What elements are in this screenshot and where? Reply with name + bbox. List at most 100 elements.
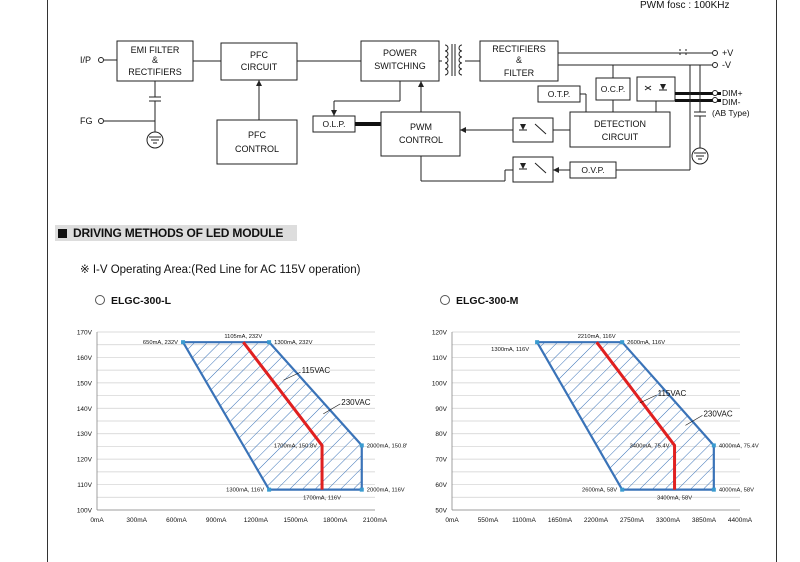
svg-text:&: & bbox=[516, 55, 522, 65]
data-point-label: 2000mA, 116V bbox=[367, 488, 405, 494]
pfc-circuit-label-2: CIRCUIT bbox=[241, 62, 278, 72]
x-tick-label: 2200mA bbox=[584, 517, 609, 524]
corner-marker bbox=[620, 340, 625, 345]
y-tick-label: 100V bbox=[432, 380, 448, 387]
x-tick-label: 1650mA bbox=[548, 517, 573, 524]
corner-marker bbox=[711, 487, 716, 492]
section-bullet-icon bbox=[58, 228, 67, 238]
emi-filter-label-1: EMI FILTER bbox=[131, 45, 180, 55]
x-tick-label: 600mA bbox=[166, 517, 187, 524]
frame-left-border bbox=[47, 0, 48, 562]
section-header: DRIVING METHODS OF LED MODULE bbox=[55, 225, 297, 241]
circle-bullet-icon bbox=[95, 295, 105, 305]
leader-115vac bbox=[283, 371, 301, 381]
x-tick-label: 4400mA bbox=[728, 517, 753, 524]
leader-230vac bbox=[685, 415, 703, 426]
corner-marker bbox=[359, 487, 364, 492]
y-tick-label: 120V bbox=[77, 457, 93, 464]
pfc-control-label-2: CONTROL bbox=[235, 144, 279, 154]
dim-positive-label: DIM+ bbox=[722, 88, 743, 98]
circle-bullet-icon bbox=[440, 295, 450, 305]
y-tick-label: 160V bbox=[77, 355, 93, 362]
data-point-label: 1700mA, 116V bbox=[303, 496, 341, 502]
data-point-label: 4000mA, 75.4V bbox=[719, 443, 759, 449]
corner-marker bbox=[535, 340, 540, 345]
dim-optocoupler-box bbox=[636, 76, 676, 102]
label-115vac: 115VAC bbox=[302, 366, 331, 375]
y-tick-label: 90V bbox=[435, 406, 447, 413]
y-tick-label: 50V bbox=[435, 508, 447, 515]
x-tick-label: 550mA bbox=[478, 517, 499, 524]
x-tick-label: 2750mA bbox=[620, 517, 645, 524]
ocp-label: O.C.P. bbox=[601, 84, 625, 94]
pwm-control-label-1: PWM bbox=[410, 122, 432, 132]
otp-label: O.T.P. bbox=[548, 89, 571, 99]
line-115vac bbox=[595, 341, 677, 490]
pwm-control-box bbox=[380, 111, 461, 157]
y-tick-label: 130V bbox=[77, 431, 93, 438]
fg-label: FG bbox=[80, 116, 93, 126]
chart-title-m: ELGC-300-M bbox=[440, 294, 518, 307]
operating-area-note: ※ I-V Operating Area:(Red Line for AC 11… bbox=[80, 264, 361, 276]
corner-marker bbox=[359, 443, 364, 448]
block-diagram: I/P FG EMI FILTER & RECTIFIERS PFC CIRCU… bbox=[80, 40, 750, 183]
olp-label: O.L.P. bbox=[323, 119, 346, 129]
y-tick-label: 150V bbox=[77, 380, 93, 387]
data-point-label: 3400mA, 58V bbox=[657, 496, 692, 502]
section-title: DRIVING METHODS OF LED MODULE bbox=[73, 226, 284, 240]
x-tick-label: 1800mA bbox=[323, 517, 348, 524]
power-switching-label-2: SWITCHING bbox=[374, 61, 426, 71]
rectifiers-filter-label-1: RECTIFIERS bbox=[492, 44, 546, 54]
data-point-label: 1700mA, 150.8V bbox=[274, 443, 317, 449]
pfc-control-box bbox=[216, 119, 298, 165]
output-negative-label: -V bbox=[722, 60, 731, 70]
x-tick-label: 900mA bbox=[206, 517, 227, 524]
data-point-label: 2210mA, 116V bbox=[578, 334, 616, 340]
line-115vac bbox=[242, 341, 324, 490]
corner-marker bbox=[711, 443, 716, 448]
corner-marker bbox=[267, 340, 272, 345]
dim-negative-label: DIM- bbox=[722, 97, 741, 107]
x-tick-label: 2100mA bbox=[363, 517, 388, 524]
chart-title-l-text: ELGC-300-L bbox=[111, 295, 172, 307]
x-tick-label: 0mA bbox=[90, 517, 104, 524]
label-115vac: 115VAC bbox=[658, 389, 687, 398]
x-tick-label: 1100mA bbox=[512, 517, 536, 524]
detection-circuit-label-2: CIRCUIT bbox=[602, 132, 639, 142]
data-point-label: 3400mA, 75.4V bbox=[630, 443, 670, 449]
data-point-label: 1300mA, 116V bbox=[491, 347, 529, 353]
emi-filter-amp: & bbox=[152, 55, 158, 65]
y-tick-label: 170V bbox=[77, 330, 93, 337]
corner-marker bbox=[620, 487, 625, 492]
data-point-label: 650mA, 232V bbox=[143, 340, 178, 346]
data-point-label: 2600mA, 58V bbox=[582, 488, 617, 494]
frame-right-border bbox=[776, 0, 777, 562]
label-230vac: 230VAC bbox=[703, 409, 732, 418]
x-tick-label: 0mA bbox=[445, 517, 459, 524]
operating-area-230vac bbox=[535, 341, 715, 491]
y-tick-label: 110V bbox=[432, 355, 447, 362]
pfc-circuit-label-1: PFC bbox=[250, 50, 269, 60]
detection-circuit-label-1: DETECTION bbox=[594, 119, 646, 129]
chart-title-l: ELGC-300-L bbox=[95, 294, 171, 307]
corner-marker bbox=[181, 340, 186, 345]
pwm-control-label-2: CONTROL bbox=[399, 135, 443, 145]
label-230vac: 230VAC bbox=[341, 398, 370, 407]
data-point-label: 1300mA, 232V bbox=[274, 340, 312, 346]
x-tick-label: 300mA bbox=[126, 517, 147, 524]
pwm-frequency-note: PWM fosc : 100KHz bbox=[640, 0, 730, 11]
data-point-label: 2600mA, 116V bbox=[627, 340, 665, 346]
power-switching-label-1: POWER bbox=[383, 48, 418, 58]
data-point-label: 1300mA, 116V bbox=[226, 488, 264, 494]
x-tick-label: 3850mA bbox=[692, 517, 717, 524]
y-tick-label: 110V bbox=[77, 482, 92, 489]
x-tick-label: 1500mA bbox=[283, 517, 308, 524]
leader-230vac bbox=[323, 403, 341, 415]
y-tick-label: 80V bbox=[435, 431, 447, 438]
chart-title-m-text: ELGC-300-M bbox=[456, 295, 519, 307]
y-tick-label: 70V bbox=[435, 457, 447, 464]
output-positive-label: +V bbox=[722, 48, 733, 58]
data-point-label: 4000mA, 58V bbox=[719, 488, 754, 494]
x-tick-label: 1200mA bbox=[244, 517, 269, 524]
